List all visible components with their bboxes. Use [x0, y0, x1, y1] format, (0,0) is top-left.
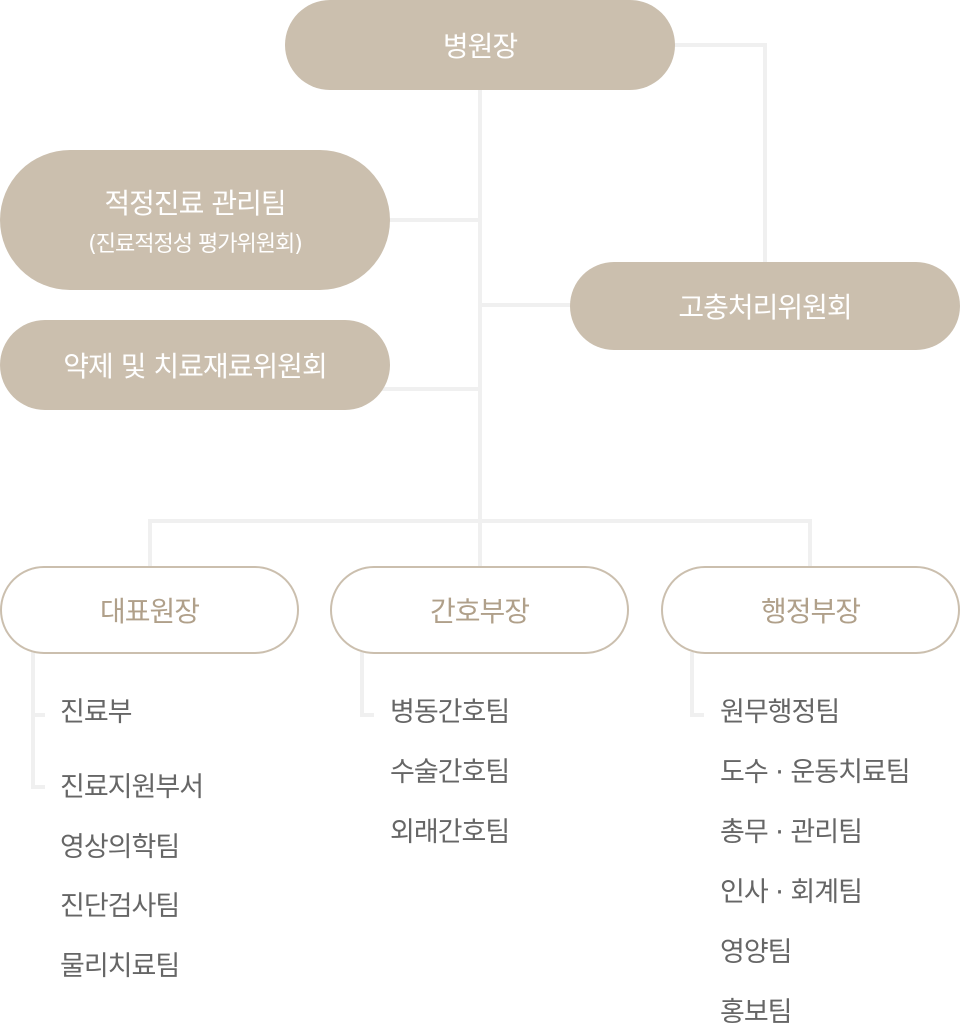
- quality-committee-node: 적정진료 관리팀 (진료적정성 평가위원회): [0, 150, 390, 290]
- team-item: 총무 · 관리팀: [720, 817, 863, 848]
- team-item: 진료지원부서: [60, 772, 204, 803]
- quality-committee-subtitle: (진료적정성 평가위원회): [88, 232, 303, 257]
- team-item: 인사 · 회계팀: [720, 877, 863, 908]
- director-node: 병원장: [285, 0, 675, 90]
- grievance-committee-title: 고충처리위원회: [678, 291, 852, 324]
- team-item: 원무행정팀: [720, 697, 840, 728]
- team-item: 홍보팀: [720, 997, 793, 1028]
- department-title: 간호부장: [429, 595, 530, 628]
- team-item: 물리치료팀: [60, 951, 180, 982]
- director-label: 병원장: [442, 30, 518, 63]
- department-node-admin: 행정부장: [661, 566, 960, 654]
- quality-committee-title: 적정진료 관리팀: [104, 187, 286, 220]
- team-item: 영상의학팀: [60, 832, 180, 863]
- team-item: 수술간호팀: [390, 757, 510, 788]
- team-item: 영양팀: [720, 937, 793, 968]
- pharmacy-committee-title: 약제 및 치료재료위원회: [63, 350, 327, 383]
- team-item: 도수 · 운동치료팀: [720, 757, 911, 788]
- team-item: 병동간호팀: [390, 697, 510, 728]
- team-item: 진단검사팀: [60, 891, 180, 922]
- grievance-committee-node: 고충처리위원회: [570, 262, 960, 350]
- department-node-nursing: 간호부장: [330, 566, 629, 654]
- department-node-ceo: 대표원장: [0, 566, 299, 654]
- department-title: 행정부장: [760, 595, 861, 628]
- team-item: 외래간호팀: [390, 817, 510, 848]
- department-title: 대표원장: [99, 595, 200, 628]
- team-item: 진료부: [60, 697, 133, 728]
- pharmacy-committee-node: 약제 및 치료재료위원회: [0, 320, 390, 410]
